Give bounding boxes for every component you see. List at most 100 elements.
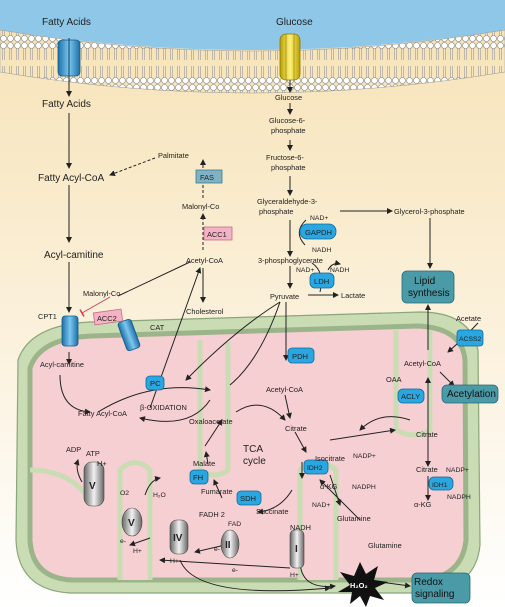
- complex-i-label: I: [295, 544, 298, 555]
- pc-enzyme-box: [145, 375, 165, 391]
- acetyl-coa-right-label: Acetyl-CoA: [404, 359, 441, 368]
- fatty-acids-label: Fatty Acids: [42, 99, 91, 110]
- pdh-label: PDH: [292, 352, 308, 361]
- acyl-carnitine-label: Acyl-camitine: [44, 250, 104, 261]
- complex-v-lower: [121, 507, 143, 537]
- gapdh-label: GAPDH: [305, 228, 332, 237]
- nadh-ldh-label: NADH: [330, 267, 349, 274]
- f6p-label-1: Fructose-6-: [266, 153, 304, 162]
- lipid-synthesis-box: [401, 270, 455, 304]
- h-plus-i-label: H+: [290, 572, 299, 579]
- fatty-acids-extracellular-label: Fatty Acids: [42, 17, 91, 28]
- redox-label-2: signaling: [415, 589, 454, 600]
- complex-iv: [169, 519, 189, 555]
- oaa-label: OAA: [386, 375, 402, 384]
- complex-v-lower-label: V: [128, 518, 135, 529]
- palmitate-label: Palmitate: [158, 151, 189, 160]
- malonyl-co-inhibitor-label: Malonyl-Co: [83, 289, 120, 298]
- redox-label-1: Redox: [414, 577, 443, 588]
- acc1-enzyme-box: [203, 226, 233, 241]
- h2o2-burst: [338, 562, 388, 607]
- e-minus-label: e-: [120, 538, 126, 545]
- h-plus-iv-label: H+: [170, 558, 179, 565]
- glutamine-inside-label: Glutamine: [337, 514, 371, 523]
- malate-label: Malate: [193, 459, 215, 468]
- cholesterol-label: Cholesterol: [186, 307, 224, 316]
- nad-plus-label: NAD+: [310, 215, 328, 222]
- fas-label: FAS: [200, 173, 214, 182]
- complex-i: [289, 529, 305, 569]
- 3pg-label: 3-phosphoglycerate: [258, 256, 323, 265]
- citrate-right-label-1: Citrate: [416, 430, 438, 439]
- complex-iv-label: IV: [173, 533, 183, 544]
- nad-plus-ldh-label: NAD+: [296, 267, 314, 274]
- glucose-extracellular-label: Glucose: [276, 17, 313, 28]
- g6p-label-1: Glucose-6-: [269, 116, 306, 125]
- complex-ii: [220, 529, 240, 559]
- acc2-label: ACC2: [97, 314, 117, 323]
- cpt1-transporter: [61, 315, 79, 347]
- mito-nad-plus-label: NAD+: [312, 502, 330, 509]
- pyruvate-label: Pyruvate: [270, 292, 299, 301]
- cat-transporter: [117, 318, 141, 352]
- sdh-enzyme-box: [236, 490, 262, 506]
- idh1-label: IDH1: [432, 482, 448, 489]
- nadp-plus-right-label: NADP+: [446, 467, 469, 474]
- sdh-label: SDH: [240, 494, 256, 503]
- mito-akg-label: α-KG: [320, 482, 338, 491]
- acss2-enzyme-box: [456, 329, 484, 347]
- mito-acyl-carnitine-label: Acyl-camitine: [40, 360, 84, 369]
- o2-label: O2: [120, 490, 129, 497]
- mito-nadh-label: NADH: [290, 523, 311, 532]
- acetylation-box: [441, 384, 499, 404]
- acetylation-label: Acetylation: [447, 389, 496, 400]
- akg-right-label: α-KG: [414, 500, 432, 509]
- ldh-label: LDH: [314, 277, 329, 286]
- lipid-synthesis-label-2: synthesis: [408, 288, 450, 299]
- fh-enzyme-box: [189, 469, 209, 485]
- citrate-right-label-2: Citrate: [416, 465, 438, 474]
- acc1-label: ACC1: [207, 230, 227, 239]
- tca-label-1: TCA: [243, 444, 263, 455]
- h2o-label: H₂O: [153, 492, 166, 499]
- cat-label: CAT: [150, 323, 165, 332]
- nadh-label: NADH: [312, 247, 331, 254]
- mito-citrate-label: Citrate: [285, 424, 307, 433]
- acss2-label: ACSS2: [459, 336, 482, 343]
- idh1-enzyme-box: [428, 476, 454, 491]
- fumarate-label: Fumarate: [201, 487, 233, 496]
- tca-label-2: cycle: [243, 456, 266, 467]
- atp-label: ATP: [86, 449, 100, 458]
- acetate-label: Acetate: [456, 314, 481, 323]
- ldh-enzyme-box: [309, 272, 335, 289]
- oxaloacetate-label: Oxaloacetate: [189, 417, 233, 426]
- adp-label: ADP: [66, 445, 81, 454]
- complex-v-upper-label: V: [89, 481, 96, 492]
- enzyme-boxes: [92, 169, 499, 604]
- g6p-label-2: phosphate: [271, 126, 306, 135]
- fh-label: FH: [193, 473, 203, 482]
- mito-nadph-label: NADPH: [352, 484, 376, 491]
- acly-enzyme-box: [397, 388, 425, 404]
- glycolysis-arrows: [73, 80, 479, 592]
- redox-signaling-box: [411, 572, 471, 604]
- fatty-acid-transporter: [57, 38, 81, 80]
- h-plus-v-label: H+: [133, 548, 142, 555]
- f6p-label-2: phosphate: [271, 163, 306, 172]
- g3p-label-1: Glyceraldehyde-3-: [257, 197, 318, 206]
- beta-oxidation-label: β-OXIDATION: [140, 403, 187, 412]
- etc-complexes: [83, 461, 305, 569]
- fatty-acyl-coa-label: Fatty Acyl-CoA: [38, 173, 104, 184]
- malonyl-co-label: Malonyl-Co: [182, 202, 219, 211]
- glucose-transporter: [279, 33, 301, 81]
- fad-label: FAD: [228, 521, 241, 528]
- mito-acetyl-coa-label: Acetyl-CoA: [266, 385, 303, 394]
- acetyl-coa-cytosol-label: Acetyl-CoA: [186, 256, 223, 265]
- cpt1-label: CPT1: [38, 312, 57, 321]
- glycerol-3-phosphate-label: Glycerol-3-phosphate: [394, 207, 465, 216]
- idh2-enzyme-box: [303, 459, 329, 475]
- glucose-label: Glucose: [275, 93, 302, 102]
- h2o2-label: H₂O₂: [350, 581, 368, 590]
- succinate-label: Succinate: [256, 507, 288, 516]
